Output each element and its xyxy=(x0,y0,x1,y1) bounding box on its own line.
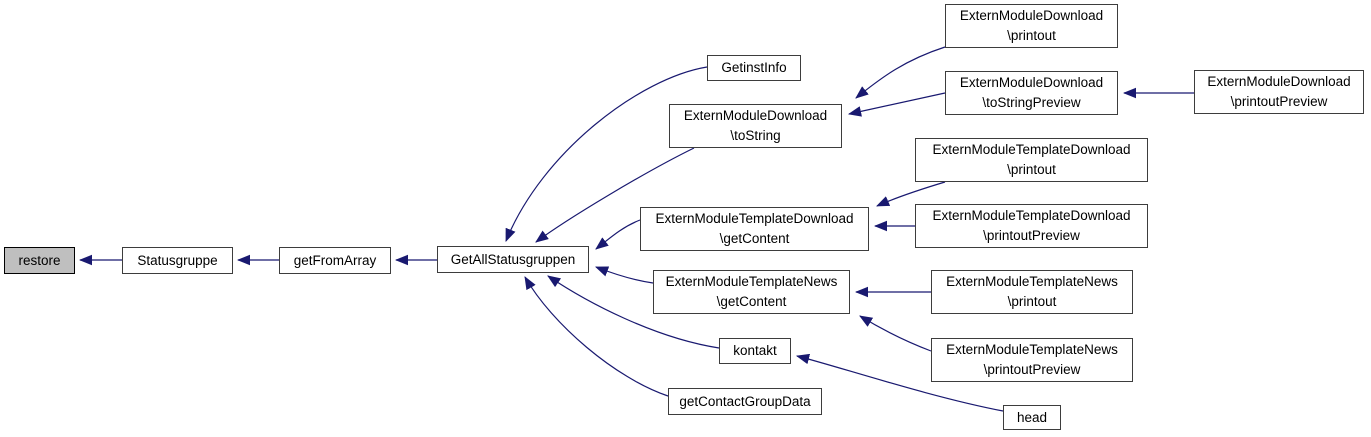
edge-getinstinfo-getallstatusgruppen xyxy=(505,66,708,242)
node-externmoduletemplatenews-getcontent[interactable]: ExternModuleTemplateNews \getContent xyxy=(653,270,850,314)
edge-emtn-getcontent-getallstatusgruppen xyxy=(595,266,654,284)
edge-emd-printout-emd-tostring xyxy=(855,46,946,99)
node-label: \printoutPreview xyxy=(983,228,1080,243)
node-label: ExternModuleTemplateDownload xyxy=(655,211,854,226)
node-externmoduledownload-tostringpreview[interactable]: ExternModuleDownload \toStringPreview xyxy=(945,71,1118,115)
node-getcontactgroupdata[interactable]: getContactGroupData xyxy=(668,388,822,415)
node-label: ExternModuleDownload xyxy=(683,108,828,123)
node-label: \toStringPreview xyxy=(982,95,1081,110)
node-label: ExternModuleDownload xyxy=(959,75,1104,90)
node-getallstatusgruppen[interactable]: GetAllStatusgruppen xyxy=(437,246,589,273)
node-label: \printoutPreview xyxy=(983,362,1081,377)
node-label: getFromArray xyxy=(293,252,377,268)
node-label: GetAllStatusgruppen xyxy=(450,251,576,267)
node-label: Statusgruppe xyxy=(137,252,218,268)
node-externmoduledownload-printoutpreview[interactable]: ExternModuleDownload \printoutPreview xyxy=(1194,70,1364,114)
node-label: \printout xyxy=(1007,294,1057,309)
node-restore: restore xyxy=(4,247,75,274)
node-label: kontakt xyxy=(733,343,777,358)
node-getinstinfo[interactable]: GetinstInfo xyxy=(707,55,801,81)
node-externmoduletemplatenews-printout[interactable]: ExternModuleTemplateNews \printout xyxy=(931,270,1133,314)
edge-getcontactgroupdata-getallstatusgruppen xyxy=(524,276,669,397)
node-label: ExternModuleTemplateDownload xyxy=(932,208,1131,223)
edge-emtd-getcontent-getallstatusgruppen xyxy=(595,219,641,250)
node-label: \printoutPreview xyxy=(1230,94,1328,109)
node-externmoduletemplatedownload-printoutpreview[interactable]: ExternModuleTemplateDownload \printoutPr… xyxy=(915,204,1148,248)
node-label: \getContent xyxy=(719,231,790,246)
edge-emd-tostringpreview-emd-tostring xyxy=(847,92,946,117)
node-label: ExternModuleTemplateNews xyxy=(946,274,1118,289)
node-kontakt[interactable]: kontakt xyxy=(719,338,791,364)
node-label: \getContent xyxy=(716,294,787,309)
node-head[interactable]: head xyxy=(1003,405,1061,430)
node-label: ExternModuleTemplateNews xyxy=(665,274,838,289)
node-label: \printout xyxy=(1007,162,1056,177)
node-label: GetinstInfo xyxy=(721,60,787,75)
edge-kontakt-getallstatusgruppen xyxy=(547,275,720,349)
edge-head-kontakt xyxy=(795,353,1004,412)
node-label: getContactGroupData xyxy=(679,393,811,409)
edge-emtd-printout-emtd-getcontent xyxy=(876,181,946,207)
edge-emtn-printoutpreview-emtn-getcontent xyxy=(859,315,932,352)
node-label: ExternModuleTemplateDownload xyxy=(932,142,1131,157)
node-label: head xyxy=(1016,409,1048,425)
node-externmoduledownload-printout[interactable]: ExternModuleDownload \printout xyxy=(945,4,1118,48)
node-label: ExternModuleDownload xyxy=(1207,74,1351,89)
node-label: ExternModuleDownload xyxy=(959,8,1104,23)
node-label: ExternModuleTemplateNews xyxy=(946,342,1118,357)
node-externmoduletemplatenews-printoutpreview[interactable]: ExternModuleTemplateNews \printoutPrevie… xyxy=(931,338,1133,382)
node-label: \printout xyxy=(1007,28,1056,43)
node-getfromarray[interactable]: getFromArray xyxy=(279,247,391,274)
node-statusgruppe[interactable]: Statusgruppe xyxy=(122,247,233,274)
node-externmoduletemplatedownload-printout[interactable]: ExternModuleTemplateDownload \printout xyxy=(915,138,1148,182)
node-label: restore xyxy=(18,252,61,268)
edge-emd-tostring-getallstatusgruppen xyxy=(535,147,695,243)
node-externmoduletemplatedownload-getcontent[interactable]: ExternModuleTemplateDownload \getContent xyxy=(640,207,869,251)
node-label: \toString xyxy=(730,128,781,143)
node-externmoduledownload-tostring[interactable]: ExternModuleDownload \toString xyxy=(669,104,842,148)
